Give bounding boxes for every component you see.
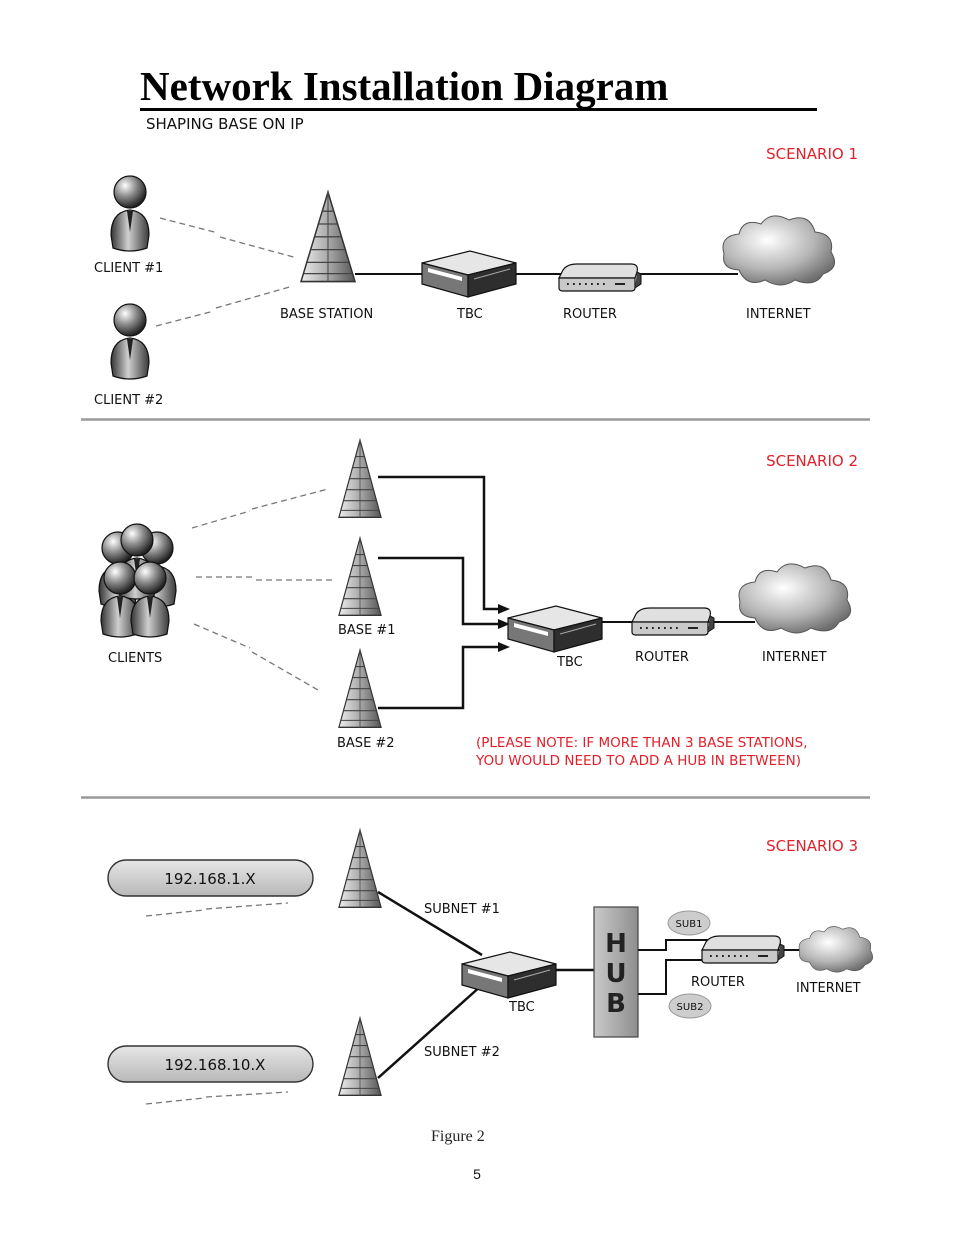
tower-icon [338,439,382,518]
title-rule [140,108,817,111]
router-icon [631,607,715,636]
ip-range-2-label: 192.168.10.X [165,1056,266,1074]
tower-icon [338,649,382,728]
wired-link [638,939,710,951]
wireless-link [159,217,298,259]
cloud-icon [738,563,852,634]
ip-range-1-label: 192.168.1.X [164,870,255,888]
router-icon [701,935,785,964]
tbc-label: TBC [456,307,483,322]
client-icon [110,175,150,252]
page-number: 5 [473,1166,481,1182]
hub-box [593,906,639,1038]
page-title: Network Installation Diagram [140,63,669,109]
sub1-label: SUB1 [676,919,703,930]
scenario-3: SCENARIO 3 192.168.1.X 192.168.10.X H U … [107,829,874,1105]
internet-label: INTERNET [796,981,861,996]
sub2-label: SUB2 [677,1002,704,1013]
wireless-link [145,902,289,917]
wired-link [377,890,483,957]
base-2-label: BASE #2 [337,736,395,751]
scenario-1: SCENARIO 1 CLIENT #1 CLIENT #2 BASE STAT… [94,145,858,408]
sub1-badge [667,910,711,936]
router-label: ROUTER [635,650,689,665]
router-icon [558,263,642,292]
hub-letter: U [605,959,626,989]
wired-link [378,475,502,611]
page-subtitle: SHAPING BASE ON IP [146,115,304,133]
arrowheads [498,604,510,652]
ip-range-pill [107,859,314,897]
tbc-label: TBC [508,1000,535,1015]
subnet-1-label: SUBNET #1 [424,902,500,917]
internet-label: INTERNET [746,307,811,322]
wireless-link [155,285,294,327]
wired-link [378,556,502,626]
sub2-badge [668,993,712,1019]
client-1-label: CLIENT #1 [94,261,163,276]
figure-caption: Figure 2 [431,1128,485,1145]
base-1-label: BASE #1 [338,623,396,638]
client-icon [110,303,150,380]
scenario-3-heading: SCENARIO 3 [766,837,858,855]
scenario-2-heading: SCENARIO 2 [766,452,858,470]
scenario-1-heading: SCENARIO 1 [766,145,858,163]
wireless-link [193,623,319,691]
tbc-label: TBC [556,655,583,670]
subnet-2-label: SUBNET #2 [424,1045,500,1060]
router-label: ROUTER [563,307,617,322]
wireless-link [191,488,329,529]
wired-link [638,959,712,995]
tbc-device-icon [421,250,517,298]
wired-link [377,984,483,1079]
clients-label: CLIENTS [108,651,162,666]
tower-icon [338,829,382,908]
cloud-icon [722,215,836,286]
tbc-device-icon [507,605,603,653]
cloud-icon [798,926,874,973]
note-line-2: YOU WOULD NEED TO ADD A HUB IN BETWEEN) [475,753,801,769]
hub-letter: H [605,929,627,959]
tower-icon [300,191,356,283]
tower-icon [338,537,382,616]
base-station-label: BASE STATION [280,307,373,322]
scenario-2: SCENARIO 2 CLIENTS BASE #1 BASE #2 TBC R… [98,439,858,769]
wireless-link [196,576,336,581]
ip-range-pill [107,1045,314,1083]
router-label: ROUTER [691,975,745,990]
internet-label: INTERNET [762,650,827,665]
tower-icon [338,1017,382,1096]
note-line-1: (PLEASE NOTE: IF MORE THAN 3 BASE STATIO… [476,735,808,751]
client-2-label: CLIENT #2 [94,393,163,408]
wired-link [378,645,502,710]
clients-group-icon [98,523,177,638]
wireless-link [145,1091,289,1105]
hub-letter: B [606,989,626,1019]
